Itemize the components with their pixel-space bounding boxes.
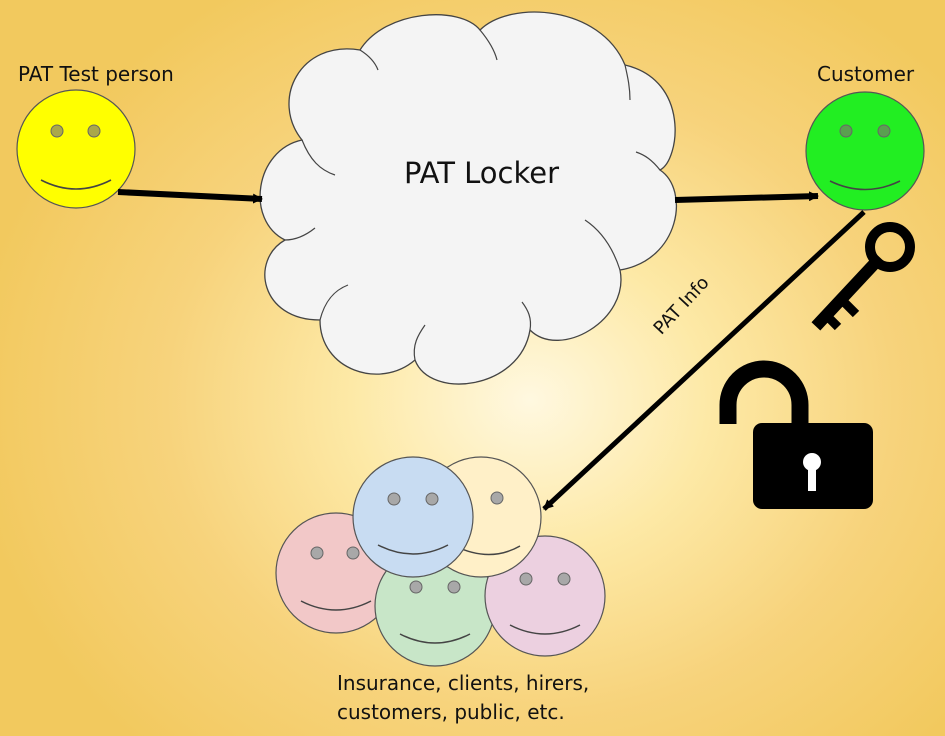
pat-locker-label: PAT Locker	[404, 156, 560, 190]
smiley-group	[275, 456, 606, 667]
group-label-line-1: Insurance, clients, hirers,	[337, 671, 590, 695]
group-smiley-blue	[352, 456, 474, 578]
arrow-customer-to-group	[542, 210, 866, 511]
customer-smiley	[805, 91, 925, 211]
test-person-label: PAT Test person	[18, 62, 174, 86]
unlocked-padlock-icon	[719, 360, 873, 509]
key-icon	[811, 222, 915, 331]
customer-label: Customer	[817, 62, 915, 86]
group-label: Insurance, clients, hirers, customers, p…	[337, 669, 617, 727]
group-label-line-2: customers, public, etc.	[337, 700, 565, 724]
arrow-locker-to-customer	[674, 191, 819, 203]
pat-locker-cloud	[259, 11, 677, 385]
test-person-smiley	[16, 89, 136, 209]
arrow-test-to-locker	[117, 189, 263, 204]
